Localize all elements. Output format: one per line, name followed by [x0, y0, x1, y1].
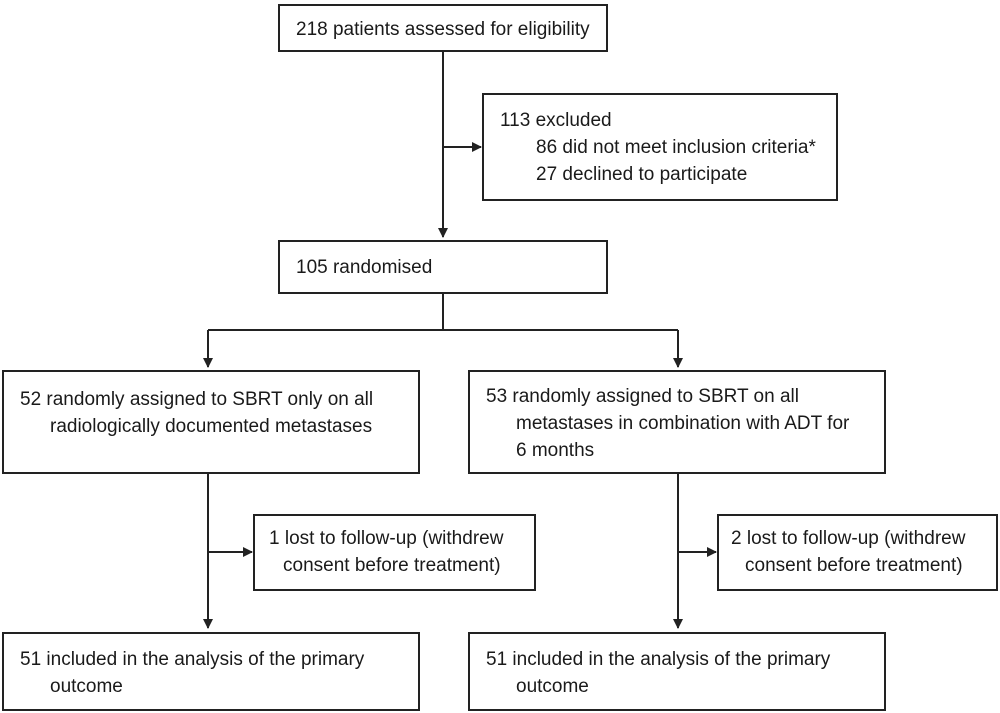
arm-left-box: 52 randomly assigned to SBRT only on all… — [2, 370, 420, 474]
lost-left-box: 1 lost to follow-up (withdrew consent be… — [253, 514, 536, 591]
arm-right-line: 6 months — [516, 440, 595, 461]
analysis-right-line: outcome — [516, 676, 589, 697]
arm-right-box: 53 randomly assigned to SBRT on all meta… — [468, 370, 886, 474]
arm-right-line: 53 randomly assigned to SBRT on all — [486, 386, 799, 407]
arm-right-line: metastases in combination with ADT for — [516, 413, 850, 434]
lost-left-line: consent before treatment) — [283, 555, 501, 576]
analysis-left-box: 51 included in the analysis of the prima… — [2, 632, 420, 711]
lost-left-line: 1 lost to follow-up (withdrew — [269, 528, 504, 549]
randomised-text: 105 randomised — [296, 257, 433, 278]
analysis-left-line: outcome — [50, 676, 123, 697]
arm-left-line: 52 randomly assigned to SBRT only on all — [20, 389, 374, 410]
excluded-reason: 27 declined to participate — [536, 164, 748, 185]
analysis-right-box: 51 included in the analysis of the prima… — [468, 632, 886, 711]
excluded-box: 113 excluded 86 did not meet inclusion c… — [482, 93, 838, 201]
assessed-box: 218 patients assessed for eligibility — [278, 4, 608, 52]
lost-right-line: 2 lost to follow-up (withdrew — [731, 528, 966, 549]
arm-left-line: radiologically documented metastases — [50, 416, 373, 437]
analysis-right-line: 51 included in the analysis of the prima… — [486, 649, 831, 670]
analysis-left-line: 51 included in the analysis of the prima… — [20, 649, 365, 670]
randomised-box: 105 randomised — [278, 240, 608, 294]
excluded-title: 113 excluded — [500, 110, 612, 131]
assessed-text: 218 patients assessed for eligibility — [296, 19, 590, 40]
lost-right-line: consent before treatment) — [745, 555, 963, 576]
lost-right-box: 2 lost to follow-up (withdrew consent be… — [717, 514, 998, 591]
excluded-reason: 86 did not meet inclusion criteria* — [536, 137, 816, 158]
